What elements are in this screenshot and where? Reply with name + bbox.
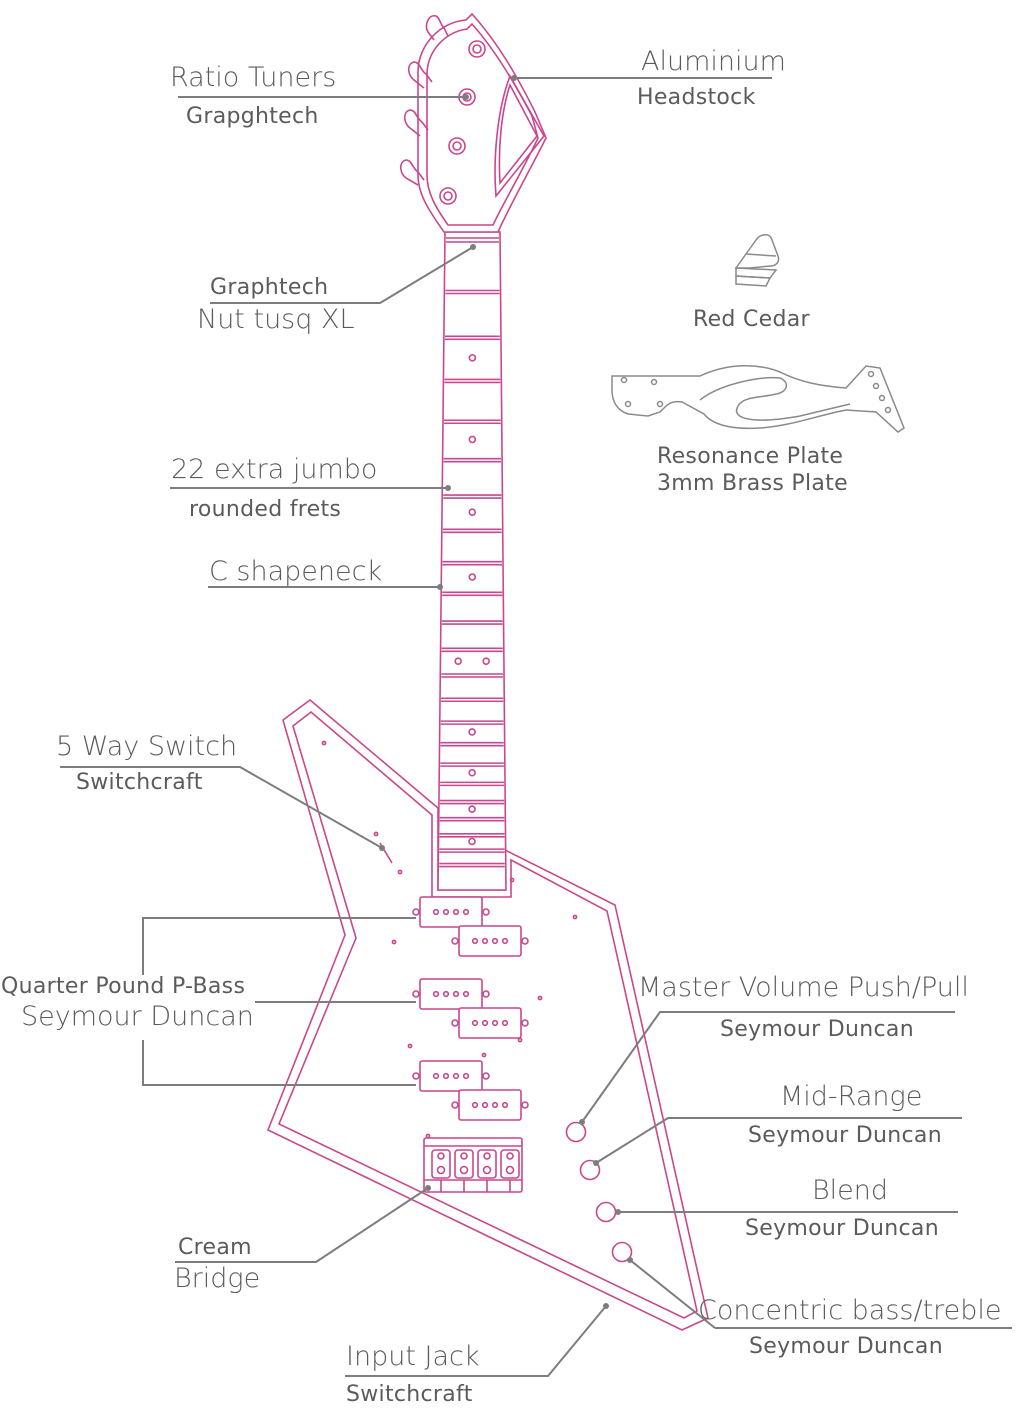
pickup-2-right xyxy=(451,1007,529,1039)
switch-subtitle: Switchcraft xyxy=(76,770,203,795)
jack-title: Input Jack xyxy=(346,1341,480,1372)
frets-title: 22 extra jumbo xyxy=(171,454,378,485)
nut-title: Nut tusq XL xyxy=(197,304,355,335)
plate-title: Resonance Plate xyxy=(657,444,844,469)
pickup-1-right xyxy=(451,925,529,957)
tuners-title: Ratio Tuners xyxy=(170,62,337,93)
fret-marker xyxy=(468,508,477,517)
pickup-2-left xyxy=(412,978,490,1010)
concentric-knob xyxy=(611,1241,633,1263)
mid-range-knob xyxy=(579,1159,601,1181)
pickups-subtitle: Seymour Duncan xyxy=(21,1001,254,1032)
control-knobs xyxy=(565,1121,633,1263)
fret-marker xyxy=(468,837,476,846)
body-wood-label: Red Cedar xyxy=(693,307,810,332)
pickup-3-right xyxy=(451,1089,529,1121)
pickups xyxy=(412,896,529,1121)
fret-marker xyxy=(482,657,490,665)
mid-subtitle: Seymour Duncan xyxy=(748,1123,942,1148)
pickups-title: Quarter Pound P-Bass xyxy=(1,974,246,999)
fret-marker xyxy=(468,768,476,777)
guitar-body xyxy=(266,698,709,1331)
fret-marker xyxy=(468,573,477,581)
nut-subtitle: Graphtech xyxy=(210,275,329,300)
switch-title: 5 Way Switch xyxy=(56,731,238,762)
pickup-3-left xyxy=(412,1060,490,1092)
tuners-subtitle: Grapghtech xyxy=(186,104,319,129)
wood-stack-icon xyxy=(734,234,780,287)
resonance-plate-icon xyxy=(611,365,905,433)
fret-marker xyxy=(454,657,462,665)
headstock-subtitle: Headstock xyxy=(637,85,756,110)
blend-knob xyxy=(595,1201,617,1223)
bridge-title: Bridge xyxy=(174,1263,261,1294)
fret-marker xyxy=(468,435,477,444)
pickup-1-left xyxy=(412,896,490,928)
guitar-neck xyxy=(437,231,507,891)
fret-marker xyxy=(468,354,477,362)
plate-subtitle: 3mm Brass Plate xyxy=(657,471,848,496)
headstock-title: Aluminium xyxy=(641,46,786,77)
headstock xyxy=(399,12,547,233)
volume-title: Master Volume Push/Pull xyxy=(638,972,969,1003)
mid-title: Mid-Range xyxy=(780,1081,923,1112)
fret-marker xyxy=(468,805,476,813)
volume-subtitle: Seymour Duncan xyxy=(720,1017,914,1042)
bridge-subtitle: Cream xyxy=(178,1235,252,1260)
master-volume-knob xyxy=(565,1121,587,1143)
blend-title: Blend xyxy=(812,1175,889,1206)
concentric-title: Concentric bass/treble xyxy=(698,1295,1002,1326)
bridge xyxy=(423,1137,523,1193)
blend-subtitle: Seymour Duncan xyxy=(745,1216,939,1241)
concentric-subtitle: Seymour Duncan xyxy=(749,1334,943,1359)
frets-subtitle: rounded frets xyxy=(189,497,342,522)
fret-marker xyxy=(468,728,476,736)
jack-subtitle: Switchcraft xyxy=(346,1382,473,1407)
neck-title: C shapeneck xyxy=(209,556,383,587)
leader-lines xyxy=(60,75,1012,1377)
